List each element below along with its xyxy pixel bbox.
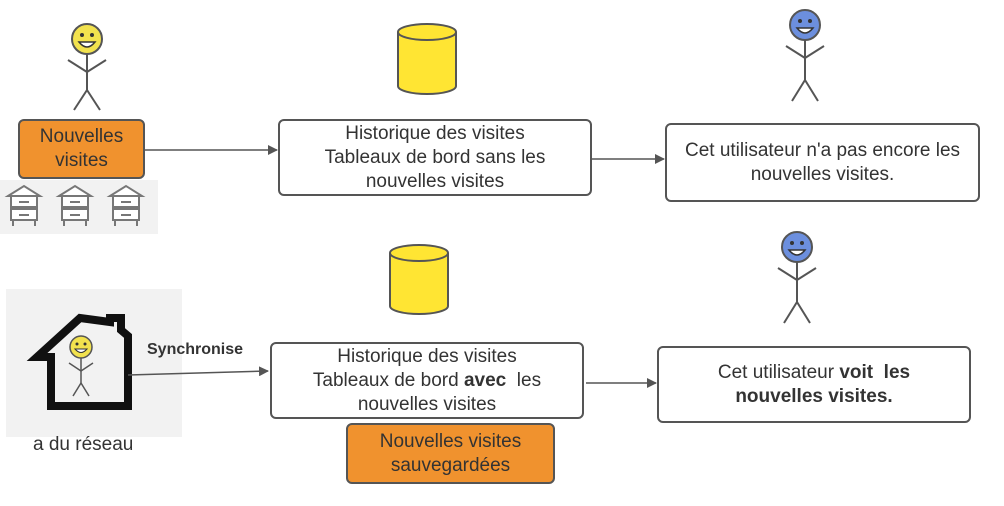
stick-figure-blue-icon-bottom <box>777 231 817 324</box>
history-box-top: Historique des visites Tableaux de bord … <box>278 119 592 196</box>
user-bottom-line1-prefix: Cet utilisateur <box>717 361 840 383</box>
history-bottom-line3: nouvelles visites <box>357 393 497 415</box>
network-label: a du réseau <box>33 434 134 455</box>
history-top-line3: nouvelles visites <box>365 170 505 192</box>
user-top-line2: nouvelles visites. <box>750 163 895 185</box>
saved-visits-box: Nouvelles visites sauvegardées <box>346 423 555 484</box>
history-box-bottom: Historique des visites Tableaux de bord … <box>270 342 584 419</box>
arrow-sync <box>127 366 269 377</box>
stick-figure-blue-icon-top <box>785 9 825 102</box>
history-bottom-line2-prefix: Tableaux de bord <box>312 369 464 391</box>
saved-line2: sauvegardées <box>390 454 511 476</box>
new-visits-box: Nouvelles visites <box>18 119 145 179</box>
history-bottom-line2: Tableaux de bord avec les <box>313 369 541 393</box>
user-top-line1: Cet utilisateur n'a pas encore les <box>684 139 961 161</box>
history-bottom-line2-suffix: les <box>506 369 542 391</box>
history-top-line2: Tableaux de bord sans les <box>324 146 546 168</box>
saved-line1: Nouvelles visites <box>379 430 522 452</box>
new-visits-line2: visites <box>55 150 108 171</box>
user-box-top: Cet utilisateur n'a pas encore les nouve… <box>665 123 980 202</box>
history-bottom-line2-bold: avec <box>463 369 507 391</box>
user-bottom-line2: nouvelles visites. <box>735 385 893 407</box>
sync-label: Synchronise <box>147 341 244 358</box>
user-box-bottom: Cet utilisateur voit les nouvelles visit… <box>657 346 971 423</box>
stick-figure-yellow-icon <box>67 23 107 111</box>
database-icon-top <box>397 23 457 95</box>
history-top-line1: Historique des visites <box>345 122 525 144</box>
house-icon <box>6 289 182 437</box>
database-icon-bottom <box>389 244 449 315</box>
user-bottom-line1: Cet utilisateur voit les <box>718 361 910 385</box>
beehive-icon <box>0 180 158 234</box>
history-bottom-line1: Historique des visites <box>337 345 517 367</box>
user-bottom-line1-bold: voit les <box>839 361 911 383</box>
new-visits-line1: Nouvelles <box>39 126 124 147</box>
